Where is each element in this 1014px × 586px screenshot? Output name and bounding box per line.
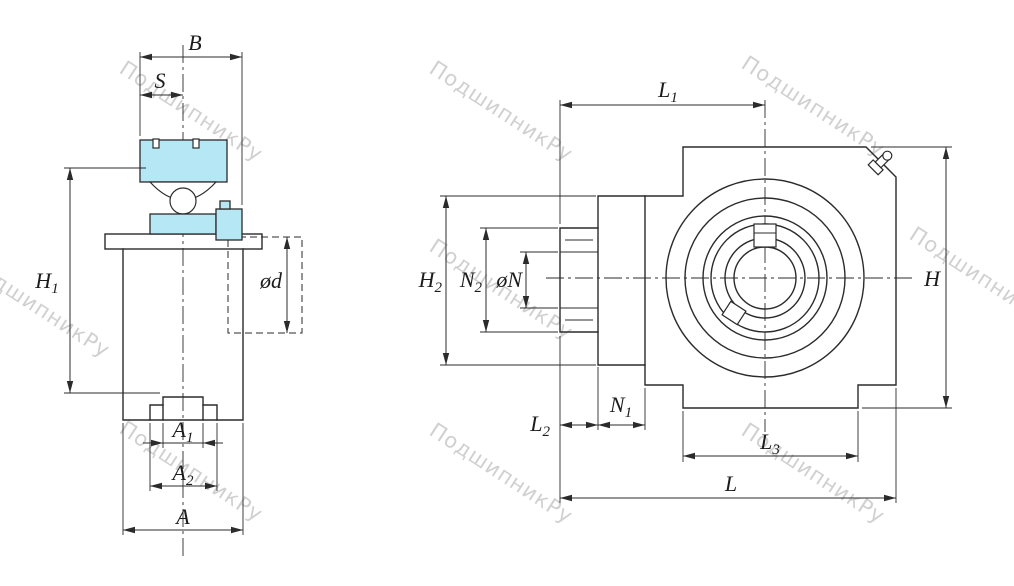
dimension-L3: L3 [682,411,859,462]
dimension-H2: H2 [418,195,596,366]
dimension-L2: L2 [529,336,599,503]
dimension-A: A [122,423,244,535]
watermark-text: ПодшипникРу [425,56,577,166]
dimension-A2: A2 [149,423,218,491]
dim-label-N2: N2 [459,267,483,296]
dim-label-A2: A2 [171,460,194,489]
dimension-N2: N2 [459,227,558,333]
dim-label-S: S [155,68,166,93]
dimension-A1: A1 [143,417,223,448]
grease-fitting-icon [867,150,893,176]
seal-groove [152,138,160,149]
dim-label-H1: H1 [34,268,58,297]
watermark-text: ПодшипникРу [0,252,114,362]
watermark-text: ПодшипникРу [905,222,1014,332]
dimension-L: L [560,388,897,503]
dim-label-L2: L2 [529,411,550,440]
dim-label-A1: A1 [171,417,194,446]
housing-side-outline [104,233,263,421]
dim-label-L1: L1 [657,77,678,106]
dimension-oN: øN [495,251,558,309]
dim-label-N1: N1 [609,392,632,421]
dim-label-H2: H2 [418,267,443,296]
watermark-text: ПодшипникРу [737,51,889,161]
dimension-L1: L1 [559,77,765,224]
front-view: L1 H2 N2 øN H [418,77,952,503]
dim-label-B: B [188,30,201,55]
dim-label-A: A [174,504,190,529]
locking-collar-section [215,208,243,241]
dimension-H1: H1 [34,167,160,394]
dimension-B: B [139,30,243,205]
shaft-phantom-outline [227,236,303,334]
dimension-od: ød [259,237,291,333]
dimension-S: S [140,68,183,99]
dim-label-oN: øN [495,267,523,292]
slide-guide-block [559,227,599,333]
inner-ring-section [149,213,217,235]
seal-groove [192,138,200,149]
bearing-insert-section [139,138,243,241]
dimension-H: H [862,146,952,409]
side-section-view: B S H1 ød A1 [34,30,303,557]
set-screw-section [219,200,231,210]
set-screw-side [721,300,747,326]
set-screw-top [753,223,777,248]
dim-label-L: L [724,471,737,496]
ball-section [169,187,197,215]
dim-label-H: H [923,266,941,291]
dim-label-od: ød [259,268,283,293]
dim-label-L3: L3 [759,429,780,458]
watermark-text: ПодшипникРу [425,418,577,528]
dimension-N1: N1 [598,388,646,430]
housing-front-outline [597,146,897,409]
